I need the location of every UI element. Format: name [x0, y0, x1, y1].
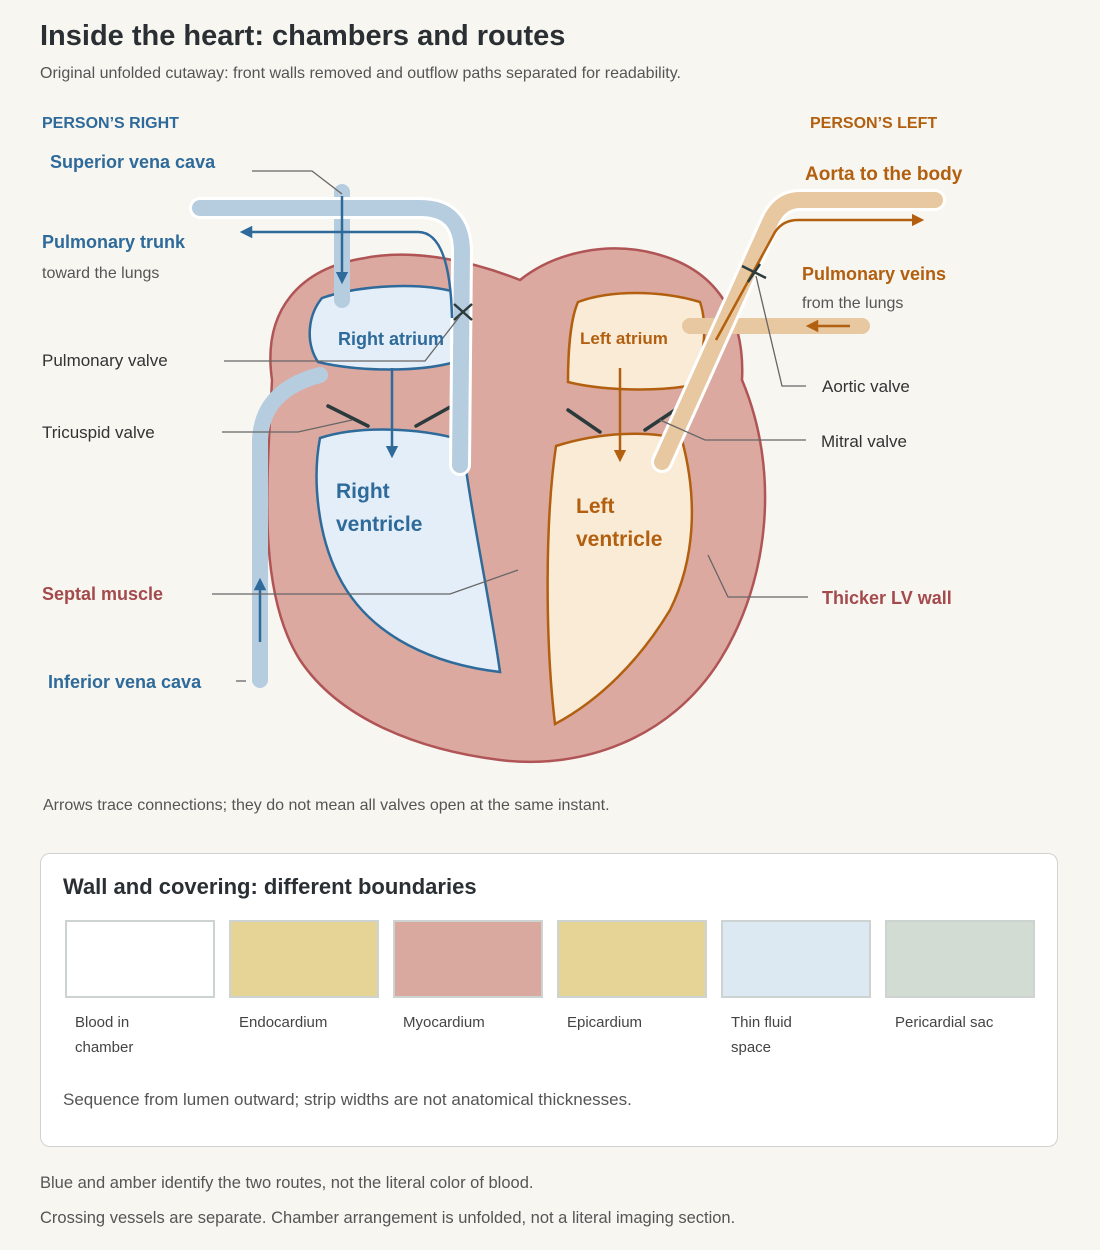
legend-swatch-fluid-space [721, 920, 871, 998]
legend-label-endocardium: Endocardium [239, 1014, 328, 1031]
label-septal-muscle: Septal muscle [42, 584, 163, 604]
right-ventricle-chamber [315, 428, 502, 674]
label-pulmonary-trunk: Pulmonary trunk [42, 232, 186, 252]
side-label-right: PERSON’S RIGHT [42, 115, 179, 132]
arrows-note: Arrows trace connections; they do not me… [43, 797, 610, 814]
label-thicker-lv-wall: Thicker LV wall [822, 588, 952, 608]
legend-note: Sequence from lumen outward; strip width… [63, 1090, 632, 1109]
label-aorta: Aorta to the body [805, 164, 963, 185]
legend-swatch-endocardium [229, 920, 379, 998]
aortic-valve-mark [741, 263, 767, 283]
legend-panel: Wall and covering: different boundaries … [40, 853, 1058, 1147]
footnote-colors: Blue and amber identify the two routes, … [40, 1174, 534, 1192]
legend-swatch-epicardium [557, 920, 707, 998]
legend-swatch-blood [65, 920, 215, 998]
left-ventricle-chamber [546, 432, 694, 726]
page-subtitle: Original unfolded cutaway: front walls r… [40, 65, 681, 82]
legend-label-epicardium: Epicardium [567, 1014, 643, 1031]
label-pulmonary-veins-sub: from the lungs [802, 295, 903, 312]
label-mitral-valve: Mitral valve [821, 432, 907, 451]
legend-label-blood: Blood in chamber [75, 1014, 134, 1056]
label-right-ventricle-line2: ventricle [336, 513, 422, 536]
label-right-ventricle-line1: Right [336, 480, 390, 503]
footnote-arrangement: Crossing vessels are separate. Chamber a… [40, 1209, 736, 1227]
label-left-atrium: Left atrium [580, 329, 668, 348]
label-superior-vena-cava: Superior vena cava [50, 152, 216, 172]
label-pulmonary-trunk-sub: toward the lungs [42, 265, 159, 282]
label-pulmonary-veins: Pulmonary veins [802, 264, 946, 284]
label-left-ventricle-line1: Left [576, 495, 615, 518]
legend-swatch-myocardium [393, 920, 543, 998]
label-right-atrium: Right atrium [338, 329, 444, 349]
legend-label-myocardium: Myocardium [403, 1014, 485, 1031]
heart-diagram: PERSON’S RIGHT PERSON’S LEFT Superior ve… [42, 115, 963, 764]
aorta-flow-arrow [714, 213, 925, 341]
tricuspid-valve-marks [326, 404, 454, 428]
label-inferior-vena-cava: Inferior vena cava [48, 672, 202, 692]
leader-lines [212, 170, 808, 682]
legend-title: Wall and covering: different boundaries [63, 874, 477, 899]
legend-label-fluid-space: Thin fluid space [731, 1014, 792, 1056]
pulmonary-trunk-vessel [192, 200, 470, 473]
label-left-ventricle-line2: ventricle [576, 528, 662, 551]
label-tricuspid-valve: Tricuspid valve [42, 423, 155, 442]
label-aortic-valve: Aortic valve [822, 377, 910, 396]
legend-swatch-pericardial-sac [885, 920, 1035, 998]
legend-label-pericardial-sac: Pericardial sac [895, 1014, 994, 1031]
inferior-vena-cava-vessel [252, 367, 328, 688]
right-atrium-chamber [308, 284, 464, 371]
pulmonary-valve-mark [453, 303, 473, 321]
page-title: Inside the heart: chambers and routes [40, 20, 566, 52]
label-pulmonary-valve: Pulmonary valve [42, 351, 168, 370]
pulmonary-trunk-flow-arrow [239, 225, 454, 319]
side-label-left: PERSON’S LEFT [810, 115, 937, 132]
aorta-vessel [654, 192, 943, 470]
